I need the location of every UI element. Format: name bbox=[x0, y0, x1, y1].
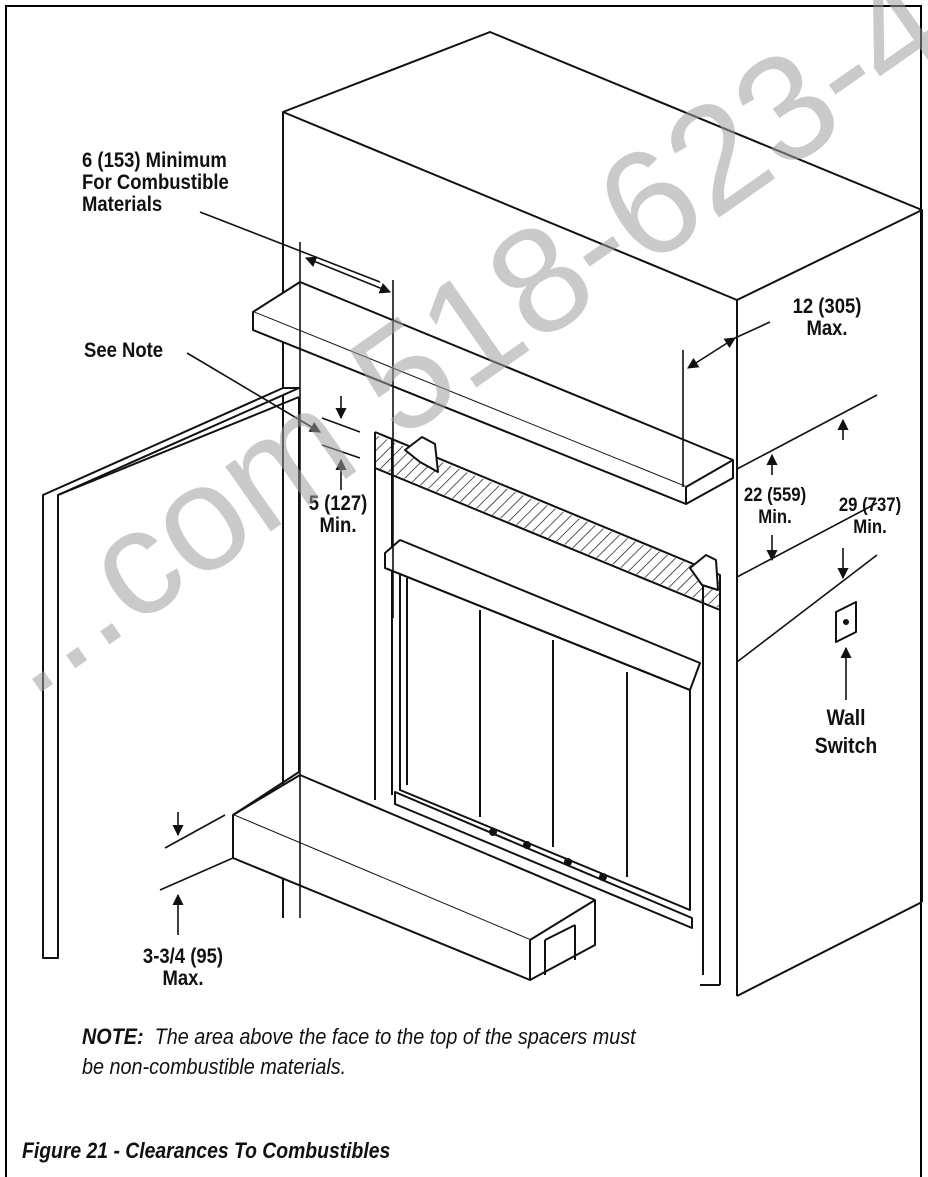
label-line: Materials bbox=[82, 193, 163, 216]
chimney-chase bbox=[282, 31, 923, 997]
dim-hearth-height bbox=[159, 812, 234, 935]
label-see-note: See Note bbox=[84, 339, 164, 362]
label-shelf-clearance: 6 (153) Minimum For Combustible Material… bbox=[82, 150, 229, 216]
label-hearth-height: 3-3/4 (95) Max. bbox=[126, 946, 240, 990]
note-body: The area above the face to the top of th… bbox=[82, 1024, 636, 1079]
label-line: Min. bbox=[758, 507, 792, 528]
label-line: 6 (153) Minimum bbox=[82, 149, 227, 172]
label-line: 5 (127) bbox=[308, 492, 368, 515]
figure-caption: Figure 21 - Clearances To Combustibles bbox=[22, 1138, 391, 1163]
note-text: NOTE: The area above the face to the top… bbox=[82, 1022, 640, 1082]
label-line: 22 (559) bbox=[743, 485, 807, 506]
label-mantel-height: 22 (559) Min. bbox=[740, 485, 810, 529]
label-line: Min. bbox=[853, 517, 887, 538]
mantel-shelf bbox=[252, 281, 734, 505]
hearth bbox=[232, 774, 596, 981]
dim-see-note bbox=[186, 352, 321, 433]
dim-shelf-clearance bbox=[199, 211, 394, 918]
label-line: Switch bbox=[814, 733, 878, 758]
label-line: Max. bbox=[162, 967, 204, 990]
label-mantel-depth: 12 (305) Max. bbox=[779, 296, 876, 340]
label-face-height: 5 (127) Min. bbox=[303, 493, 373, 537]
label-line: 12 (305) bbox=[792, 295, 862, 318]
label-line: For Combustible bbox=[82, 171, 229, 194]
dim-mantel-depth bbox=[682, 321, 771, 487]
side-wall bbox=[42, 387, 300, 959]
label-line: Max. bbox=[806, 317, 848, 340]
label-line: Wall bbox=[826, 705, 866, 730]
fireplace-surround bbox=[374, 431, 721, 986]
label-line: Min. bbox=[319, 514, 357, 537]
wall-switch-plate bbox=[835, 601, 857, 643]
label-line: 29 (737) bbox=[838, 495, 902, 516]
dim-face-height bbox=[321, 396, 361, 490]
dim-mantel-height bbox=[736, 394, 878, 663]
label-line: 3-3/4 (95) bbox=[142, 945, 224, 968]
label-wall-switch: Wall Switch bbox=[811, 704, 881, 760]
label-switch-height: 29 (737) Min. bbox=[828, 495, 912, 539]
note-prefix: NOTE: bbox=[82, 1024, 144, 1049]
